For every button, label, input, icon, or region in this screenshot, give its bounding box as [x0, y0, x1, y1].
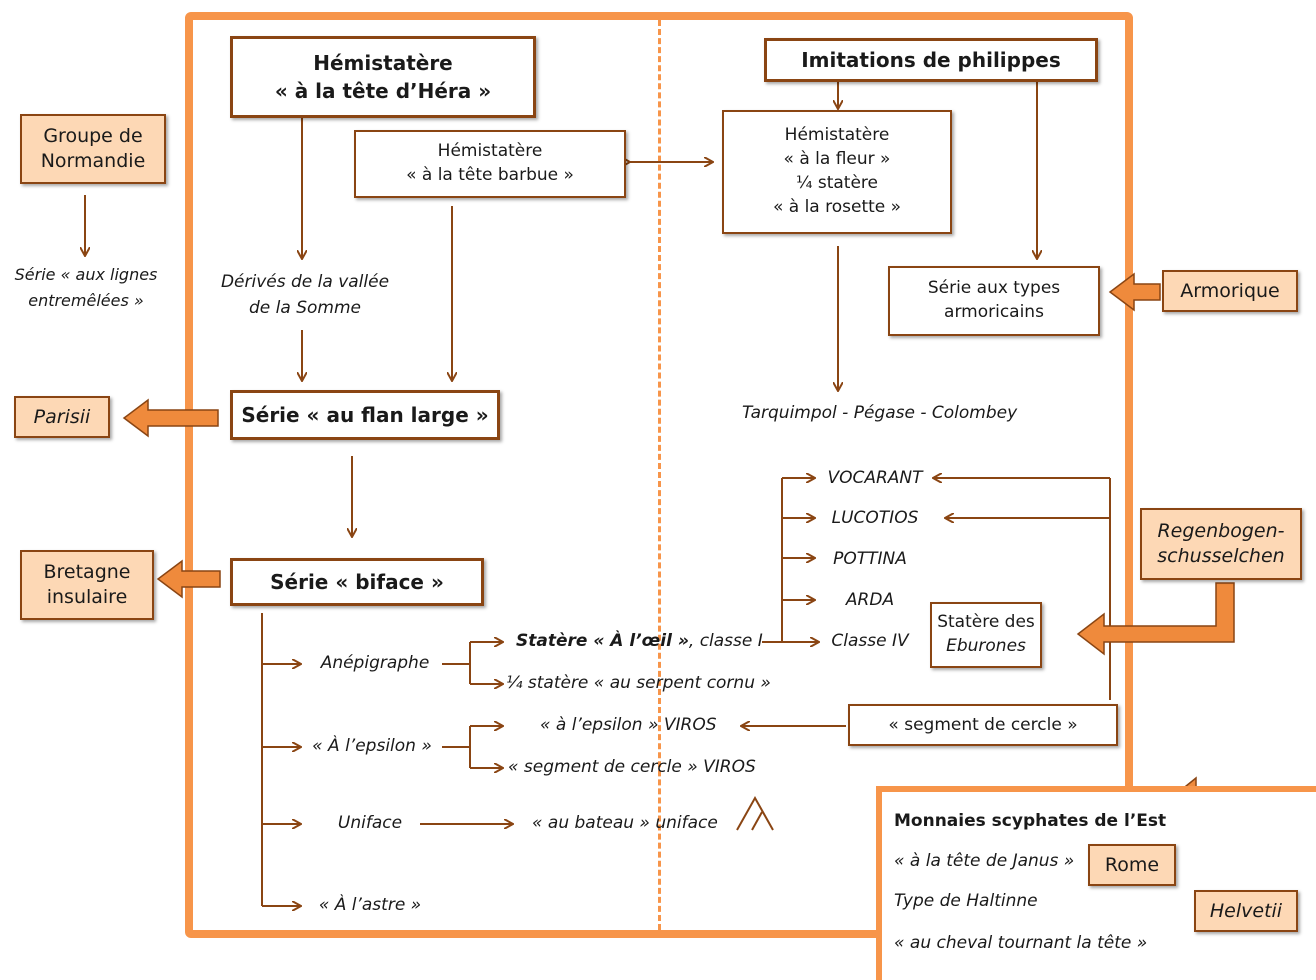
fleur-line4: « à la rosette » [772, 196, 902, 217]
flan-label: Série « au flan large » [241, 403, 489, 427]
barbue-line1: Hémistatère [437, 141, 543, 162]
barbue-line2: « à la tête barbue » [406, 165, 574, 185]
class-pottina: POTTINA [833, 549, 907, 569]
oeil-rest: , classe I [688, 631, 763, 651]
normandie-tag: Groupe de Normandie [20, 114, 166, 184]
normandie-line1: Groupe de [43, 125, 143, 148]
biface-box: Série « biface » [230, 558, 484, 606]
class-iv: Classe IV [831, 631, 909, 651]
derives-line1: Dérivés de la vallée [220, 272, 390, 292]
scyphates-cheval: « au cheval tournant la tête » [894, 933, 1148, 953]
derives-text: Dérivés de la vallée de la Somme [215, 270, 395, 321]
fleur-line2: « à la fleur » [783, 149, 891, 170]
class-arda: ARDA [845, 590, 895, 610]
fleur-line3: ¼ statère [795, 173, 878, 193]
hera-line1: Hémistatère [313, 51, 453, 75]
astre-label: « À l’astre » [318, 895, 422, 915]
hera-box: Hémistatère « à la tête d’Héra » [230, 36, 536, 118]
bateau-label: « au bateau » uniface [532, 813, 718, 833]
eburones-line2: Eburones [946, 636, 1026, 656]
segment-box: « segment de cercle » [848, 704, 1118, 746]
tarquimpol-label: Tarquimpol - Pégase - Colombey [742, 403, 1018, 423]
armorique-label: Armorique [1180, 279, 1280, 302]
rome-tag: Rome [1088, 844, 1176, 886]
derives-line2: de la Somme [249, 297, 361, 318]
bretagne-line1: Bretagne [43, 561, 131, 584]
parisii-tag: Parisii [14, 396, 110, 438]
fleur-line1: Hémistatère [784, 125, 890, 146]
uniface-label: Uniface [337, 813, 403, 833]
helvetii-label: Helvetii [1209, 899, 1283, 922]
anepigraphe-label: Anépigraphe [320, 653, 430, 673]
philippes-box: Imitations de philippes [764, 38, 1098, 82]
class-vocarant: VOCARANT [827, 468, 923, 488]
segment-box-label: « segment de cercle » [888, 715, 1078, 735]
armoricains-line2: armoricains [944, 302, 1044, 322]
scyphates-janus: « à la tête de Janus » [894, 851, 1075, 871]
helvetii-tag: Helvetii [1194, 890, 1298, 932]
normandie-line2: Normandie [40, 150, 146, 172]
epsilon-label: « À l’epsilon » [312, 736, 432, 756]
regenbogen-tag: Regenbogen- schusselchen [1140, 508, 1302, 580]
lignes-line2: entremêlées » [28, 290, 144, 310]
scyphates-title: Monnaies scyphates de l’Est [894, 811, 1167, 831]
biface-label: Série « biface » [270, 570, 444, 594]
parisii-label: Parisii [33, 405, 91, 428]
lignes-line1: Série « aux lignes [14, 265, 158, 284]
bretagne-tag: Bretagne insulaire [20, 550, 154, 620]
main-frame [185, 12, 1133, 938]
oeil-label: Statère « À l’œil », classe I [516, 631, 763, 651]
bretagne-line2: insulaire [46, 586, 128, 608]
regenbogen-line1: Regenbogen- [1157, 520, 1285, 543]
segment-viros-label: « segment de cercle » VIROS [508, 757, 756, 777]
armorique-tag: Armorique [1162, 270, 1298, 312]
flan-box: Série « au flan large » [230, 390, 500, 440]
philippes-title: Imitations de philippes [801, 48, 1061, 72]
fleur-box: Hémistatère « à la fleur » ¼ statère « à… [722, 110, 952, 234]
lignes-text: Série « aux lignes entremêlées » [2, 262, 170, 313]
rome-label: Rome [1104, 853, 1160, 876]
epsilon-viros-label: « à l’epsilon » VIROS [540, 715, 717, 735]
hera-line2: « à la tête d’Héra » [274, 79, 492, 103]
oeil-bold: Statère « À l’œil » [516, 631, 689, 651]
armoricains-box: Série aux types armoricains [888, 266, 1100, 336]
barbue-box: Hémistatère « à la tête barbue » [354, 130, 626, 198]
serpent-label: ¼ statère « au serpent cornu » [506, 673, 771, 693]
class-lucotios: LUCOTIOS [831, 508, 919, 528]
regenbogen-line2: schusselchen [1157, 545, 1285, 567]
scyphates-haltinne: Type de Haltinne [894, 891, 1038, 911]
eburones-line1: Statère des [937, 612, 1035, 633]
eburones-box: Statère des Eburones [930, 602, 1042, 668]
center-divider [658, 20, 661, 930]
armoricains-line1: Série aux types [927, 278, 1061, 299]
